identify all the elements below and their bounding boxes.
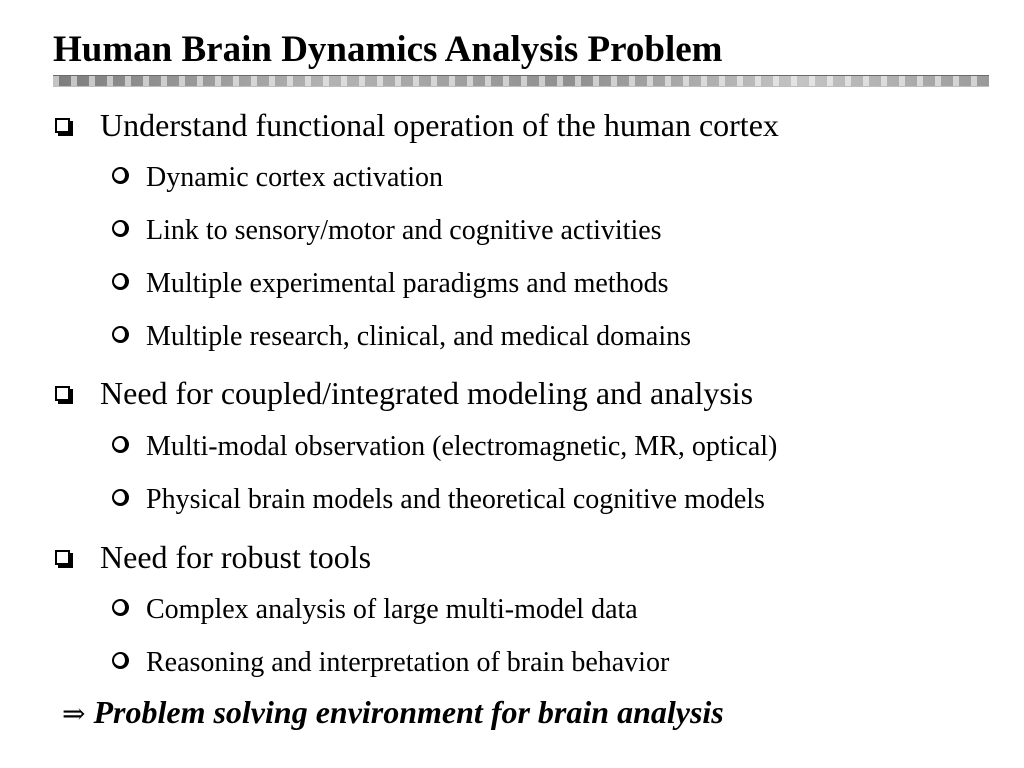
- hollow-square-bullet-icon: [55, 386, 70, 401]
- sub-bullet-multimodal: Multi-modal observation (electromagnetic…: [112, 431, 777, 463]
- bullet-understand-cortex: Understand functional operation of the h…: [55, 107, 779, 144]
- hollow-circle-bullet-icon: [112, 599, 129, 616]
- hollow-circle-bullet-icon: [112, 326, 129, 343]
- hollow-circle-bullet-icon: [112, 167, 129, 184]
- hollow-circle-bullet-icon: [112, 436, 129, 453]
- conclusion-statement: ⇒Problem solving environment for brain a…: [62, 694, 724, 731]
- slide-title: Human Brain Dynamics Analysis Problem: [53, 29, 723, 70]
- sub-bullet-text: Complex analysis of large multi-model da…: [146, 594, 638, 625]
- sub-bullet-text: Reasoning and interpretation of brain be…: [146, 647, 670, 678]
- hollow-circle-bullet-icon: [112, 652, 129, 669]
- implies-arrow-icon: ⇒: [62, 697, 86, 730]
- title-divider: [53, 75, 989, 87]
- sub-bullet-text: Physical brain models and theoretical co…: [146, 484, 765, 515]
- hollow-circle-bullet-icon: [112, 273, 129, 290]
- sub-bullet-physical-models: Physical brain models and theoretical co…: [112, 484, 765, 516]
- bullet-text: Need for coupled/integrated modeling and…: [100, 375, 754, 411]
- bullet-text: Need for robust tools: [100, 539, 372, 575]
- bullet-robust-tools: Need for robust tools: [55, 539, 371, 576]
- sub-bullet-text: Dynamic cortex activation: [146, 162, 443, 193]
- hollow-circle-bullet-icon: [112, 220, 129, 237]
- sub-bullet-domains: Multiple research, clinical, and medical…: [112, 321, 691, 353]
- sub-bullet-paradigms: Multiple experimental paradigms and meth…: [112, 268, 669, 300]
- sub-bullet-dynamic-activation: Dynamic cortex activation: [112, 162, 443, 194]
- bullet-coupled-modeling: Need for coupled/integrated modeling and…: [55, 375, 753, 412]
- sub-bullet-text: Link to sensory/motor and cognitive acti…: [146, 215, 662, 246]
- sub-bullet-reasoning: Reasoning and interpretation of brain be…: [112, 647, 669, 679]
- sub-bullet-sensory-motor: Link to sensory/motor and cognitive acti…: [112, 215, 662, 247]
- sub-bullet-text: Multiple experimental paradigms and meth…: [146, 268, 669, 299]
- sub-bullet-complex-analysis: Complex analysis of large multi-model da…: [112, 594, 638, 626]
- bullet-text: Understand functional operation of the h…: [100, 107, 779, 143]
- conclusion-text: Problem solving environment for brain an…: [93, 694, 724, 730]
- hollow-square-bullet-icon: [55, 550, 70, 565]
- hollow-square-bullet-icon: [55, 118, 70, 133]
- hollow-circle-bullet-icon: [112, 489, 129, 506]
- sub-bullet-text: Multiple research, clinical, and medical…: [146, 321, 692, 352]
- sub-bullet-text: Multi-modal observation (electromagnetic…: [146, 431, 778, 462]
